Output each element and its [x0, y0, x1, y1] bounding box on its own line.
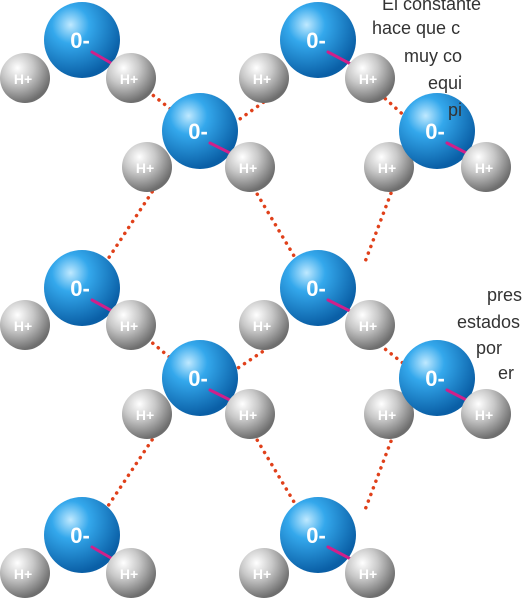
oxygen-label: 0- [188, 366, 208, 391]
water-molecules: H+ 0- H+ H+ 0- H+ H+ 0- H+ H+ 0- H+ H+ 0- H+ H+ 0- H+ H+ 0-… [0, 2, 511, 598]
hydrogen-bond [102, 178, 162, 267]
hydrogen-atom [0, 53, 50, 103]
oxygen-atom [44, 2, 120, 78]
hydrogen-atom [122, 389, 172, 439]
hydrogen-label: H+ [120, 566, 138, 582]
text-line-1: El constante [382, 0, 482, 14]
water-molecule: H+ 0- H+ [0, 497, 156, 598]
hydrogen-atom [461, 389, 511, 439]
hydrogen-atom [106, 548, 156, 598]
hydrogen-bond [248, 180, 302, 268]
hydrogen-atom [122, 142, 172, 192]
hydrogen-bond [228, 92, 277, 128]
water-molecule: H+ 0- H+ [0, 250, 156, 350]
hydrogen-label: H+ [359, 71, 377, 87]
text-line-4: equi [428, 73, 463, 93]
hydrogen-label: H+ [253, 318, 271, 334]
oxygen-atom [280, 497, 356, 573]
oxygen-label: 0- [306, 523, 326, 548]
water-molecule: H+ 0- H+ [122, 340, 275, 439]
text-line-5: pi [448, 100, 463, 120]
hydrogen-atom [239, 300, 289, 350]
oxygen-label: 0- [425, 366, 445, 391]
hydrogen-bond [102, 426, 162, 514]
hydrogen-atom [345, 53, 395, 103]
hydrogen-atom [0, 300, 50, 350]
hydrogen-label: H+ [475, 407, 493, 423]
hydrogen-bond [230, 338, 282, 374]
water-molecule: H+ 0- H+ [239, 250, 395, 350]
oxygen-label: 0- [306, 28, 326, 53]
text-line-6: pres [487, 285, 523, 305]
water-molecule: H+ 0- H+ [0, 2, 156, 103]
oxygen-atom [44, 250, 120, 326]
hydrogen-label: H+ [14, 318, 32, 334]
hydrogen-atom [345, 548, 395, 598]
hydrogen-bond [363, 426, 398, 512]
text-line-2: hace que c [372, 18, 461, 38]
water-molecule: H+ 0- H+ [122, 93, 275, 192]
hydrogen-label: H+ [14, 566, 32, 582]
hydrogen-label: H+ [253, 71, 271, 87]
oxygen-atom [399, 93, 475, 169]
water-molecule: H+ 0- H+ [364, 93, 511, 192]
hydrogen-label: H+ [359, 318, 377, 334]
hydrogen-label: H+ [378, 407, 396, 423]
oxygen-atom [162, 340, 238, 416]
hydrogen-atom [106, 300, 156, 350]
hydrogen-atom [239, 53, 289, 103]
hydrogen-atom [106, 53, 156, 103]
oxygen-label: 0- [306, 276, 326, 301]
hydrogen-atom [461, 142, 511, 192]
hydrogen-label: H+ [136, 407, 154, 423]
hydrogen-label: H+ [475, 160, 493, 176]
hydrogen-atom [225, 389, 275, 439]
hydrogen-label: H+ [120, 71, 138, 87]
hydrogen-label: H+ [253, 566, 271, 582]
text-line-9: er [498, 363, 515, 383]
water-molecule: H+ 0- H+ [364, 340, 511, 439]
hydrogen-bonds [102, 76, 420, 514]
oxygen-label: 0- [70, 28, 90, 53]
hydrogen-label: H+ [14, 71, 32, 87]
oxygen-label: 0- [70, 276, 90, 301]
hydrogen-atom [364, 389, 414, 439]
hydrogen-label: H+ [378, 160, 396, 176]
oxygen-atom [280, 250, 356, 326]
text-line-8: por [476, 338, 503, 358]
hydrogen-atom [239, 548, 289, 598]
hydrogen-bond [378, 343, 420, 377]
oxygen-atom [399, 340, 475, 416]
hydrogen-label: H+ [239, 160, 257, 176]
text-line-3: muy co [404, 46, 463, 66]
hydrogen-atom [364, 142, 414, 192]
hydrogen-atom [345, 300, 395, 350]
oxygen-label: 0- [70, 523, 90, 548]
water-molecule: H+ 0- H+ [239, 2, 395, 103]
hydrogen-bond [248, 426, 302, 514]
hydrogen-label: H+ [359, 566, 377, 582]
oxygen-atom [44, 497, 120, 573]
oxygen-label: 0- [425, 119, 445, 144]
oxygen-atom [280, 2, 356, 78]
hydrogen-atom [225, 142, 275, 192]
hydrogen-atom [0, 548, 50, 598]
oxygen-label: 0- [188, 119, 208, 144]
oxygen-atom [162, 93, 238, 169]
text-line-7: estados [457, 312, 521, 332]
hydrogen-label: H+ [136, 160, 154, 176]
hydrogen-label: H+ [239, 407, 257, 423]
hydrogen-bond [363, 178, 398, 264]
water-molecule: H+ 0- H+ [239, 497, 395, 598]
hydrogen-label: H+ [120, 318, 138, 334]
